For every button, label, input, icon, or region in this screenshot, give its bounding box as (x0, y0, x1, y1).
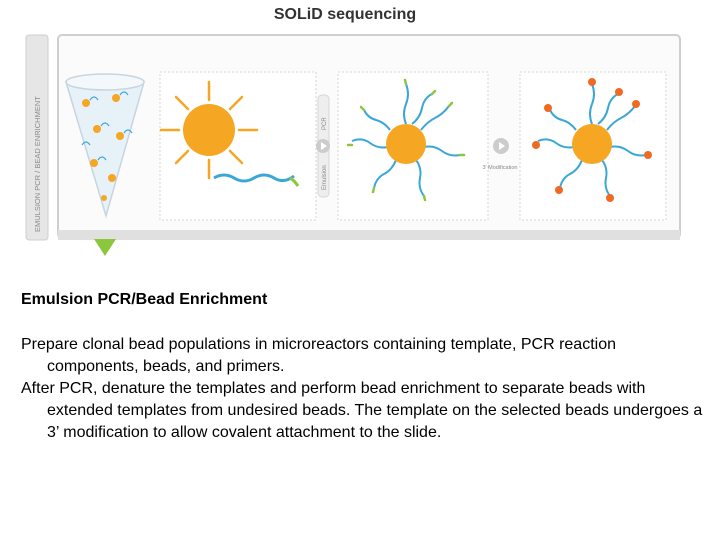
paragraph-2: After PCR, denature the templates and pe… (21, 378, 711, 444)
process-figure: EMULSION PCR / BEAD ENRICHMENT (24, 30, 684, 270)
process-diagram: EMULSION PCR / BEAD ENRICHMENT (24, 30, 684, 270)
bead-icon (386, 124, 426, 164)
step1-label: PCR (322, 117, 328, 130)
bead-icon (572, 124, 612, 164)
step1-sub-label: Emulsion (322, 165, 328, 190)
section-heading: Emulsion PCR/Bead Enrichment (21, 291, 267, 309)
side-tab-label: EMULSION PCR / BEAD ENRICHMENT (33, 96, 42, 232)
page-title: SOLiD sequencing (0, 6, 690, 24)
section-body: Prepare clonal bead populations in micro… (21, 334, 711, 444)
paragraph-1: Prepare clonal bead populations in micro… (21, 334, 711, 378)
panel-shadow (58, 230, 680, 240)
step2-label: 3' Modification (483, 165, 518, 171)
bead-icon (183, 104, 235, 156)
panel-before (160, 72, 316, 220)
pointer-triangle (94, 239, 116, 256)
